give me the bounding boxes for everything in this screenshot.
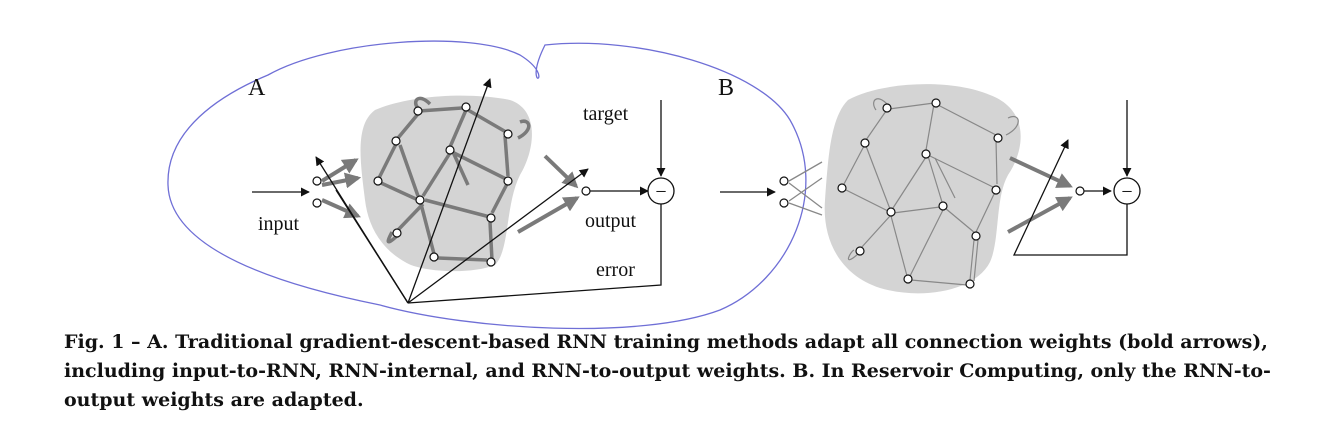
panel-a-label: A bbox=[248, 75, 266, 101]
input-node-2 bbox=[312, 198, 322, 208]
input-weights-b bbox=[788, 161, 823, 216]
error-line-b bbox=[1012, 139, 1128, 256]
input-node-b1 bbox=[779, 176, 789, 186]
input-label: input bbox=[258, 213, 300, 235]
target-label: target bbox=[583, 103, 629, 125]
rnn-nodes-a bbox=[373, 102, 513, 267]
output-node-b bbox=[1075, 186, 1085, 196]
reservoir-blob-b bbox=[824, 84, 1021, 294]
input-weight-3 bbox=[321, 198, 361, 219]
annotation-loop bbox=[167, 40, 807, 330]
input-node-b2 bbox=[779, 198, 789, 208]
input-weight-2 bbox=[321, 172, 362, 189]
error-fan-a bbox=[315, 78, 589, 304]
internal-weights-b bbox=[843, 98, 1019, 286]
output-weight-b2 bbox=[1007, 196, 1073, 234]
output-label: output bbox=[585, 210, 637, 232]
rnn-nodes-b bbox=[837, 98, 1003, 289]
subtract-symbol-a: − bbox=[655, 181, 666, 203]
output-node-a bbox=[581, 186, 591, 196]
subtract-symbol-b: − bbox=[1121, 181, 1132, 203]
output-weight-b1 bbox=[1009, 156, 1073, 188]
panel-b-label: B bbox=[718, 75, 734, 101]
input-node-1 bbox=[312, 176, 322, 186]
error-line-a bbox=[407, 204, 662, 304]
output-weight-2 bbox=[517, 196, 580, 234]
figure-caption: Fig. 1 – A. Traditional gradient-descent… bbox=[64, 331, 1271, 411]
input-weight-1 bbox=[320, 158, 359, 183]
error-label: error bbox=[596, 259, 635, 281]
